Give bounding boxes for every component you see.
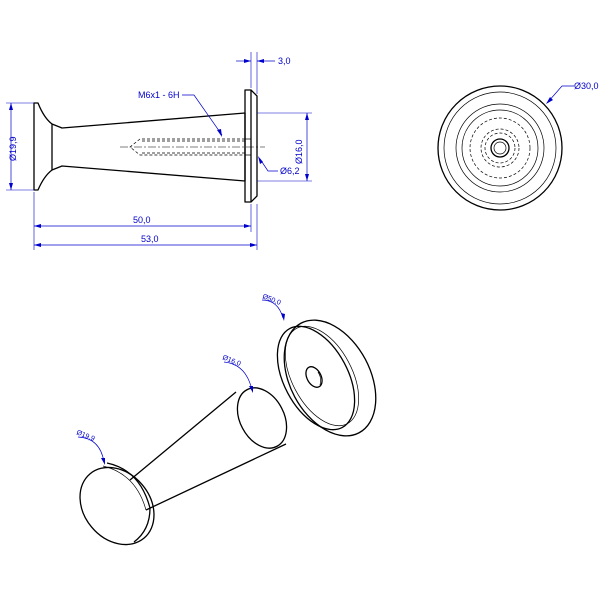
iso-dim-plate: Ø50,0 [261, 293, 281, 307]
isometric-view: Ø50,0 Ø16,0 Ø19,9 [75, 293, 377, 546]
dim-length-total: 53,0 [141, 234, 159, 244]
iso-head [79, 462, 155, 546]
dim-thickness: 3,0 [278, 56, 291, 66]
end-view: Ø30,0 [437, 81, 599, 211]
dim-base-diameter: Ø16,0 [294, 139, 304, 164]
dim-hole-diameter: Ø6,2 [280, 166, 300, 176]
iso-plate [276, 319, 377, 437]
end-view-hole [490, 138, 510, 158]
dim-head-diameter: Ø19,9 [8, 136, 18, 161]
iso-dim-cone: Ø16,0 [221, 354, 241, 368]
side-view-plate-chamfer [250, 89, 258, 203]
dim-plate-diameter: Ø30,0 [574, 81, 599, 91]
iso-dim-head: Ø19,9 [75, 429, 95, 443]
dim-length-body: 50,0 [133, 215, 151, 225]
side-view-head [33, 102, 53, 191]
side-view-plate [244, 89, 252, 203]
end-view-outer-circle [437, 85, 563, 211]
iso-cone [129, 387, 288, 511]
side-view: 3,0 M6x1 - 6H Ø19,9 Ø16,0 Ø6,2 50,0 [6, 52, 312, 250]
dim-thread: M6x1 - 6H [138, 90, 180, 100]
iso-plate-hole [305, 366, 323, 388]
